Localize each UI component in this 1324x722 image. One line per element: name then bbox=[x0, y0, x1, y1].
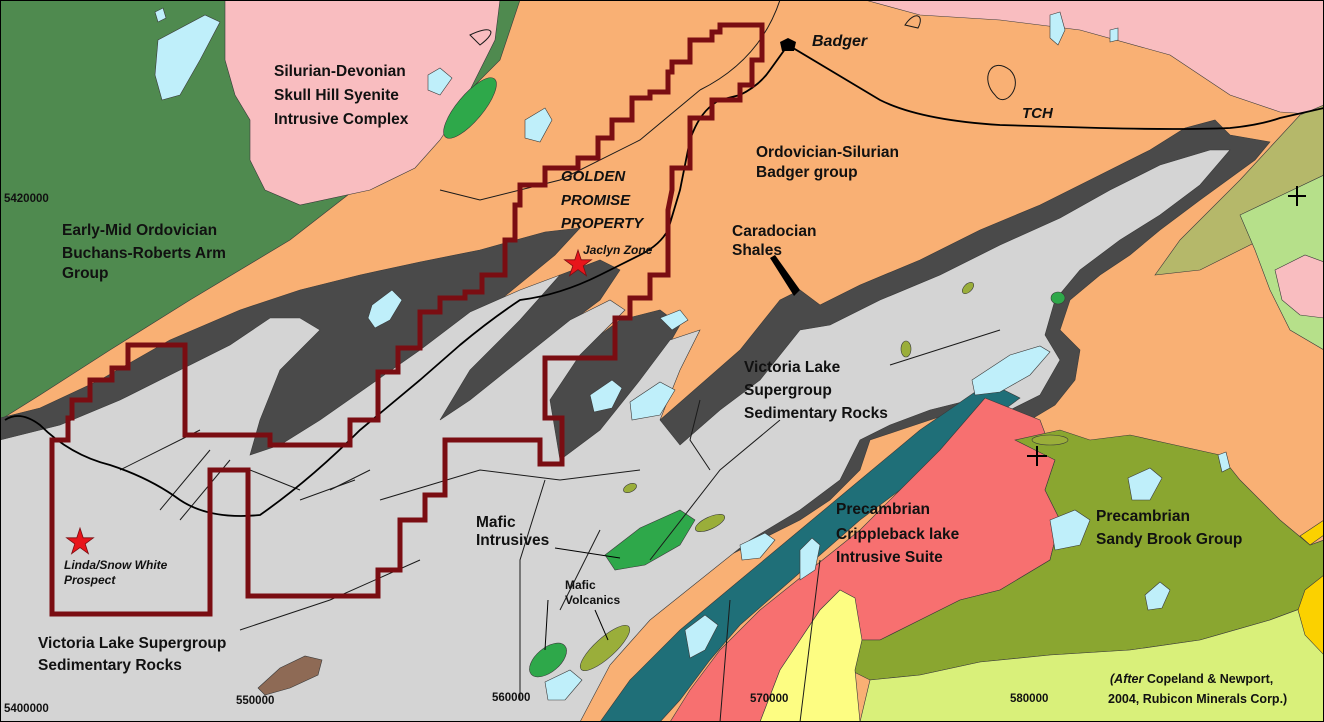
linda-prospect-label: Linda/Snow White Prospect bbox=[64, 558, 171, 587]
mafic-intrusive-3 bbox=[443, 77, 497, 139]
mafic-volcanic-3 bbox=[623, 483, 637, 493]
mafic-volcanic-5 bbox=[900, 340, 912, 358]
yellow-unit bbox=[759, 589, 863, 722]
skull-hill-label: Silurian-Devonian Skull Hill Syenite Int… bbox=[274, 63, 410, 128]
mafic-intrusive-2 bbox=[529, 642, 567, 678]
sandy-brook-label: Precambrian Sandy Brook Group bbox=[1096, 508, 1242, 548]
grid-crosshair-ne bbox=[1288, 186, 1306, 206]
mafic-volcanic-2 bbox=[694, 514, 726, 532]
victoria-lake-east-label: Victoria Lake Supergroup Sedimentary Roc… bbox=[744, 359, 888, 422]
badger-town-symbol bbox=[780, 38, 796, 51]
coord-560000: 560000 bbox=[492, 692, 530, 704]
coord-580000: 580000 bbox=[1010, 693, 1048, 705]
shales-label: Caradocian Shales bbox=[732, 223, 821, 259]
mafic-intrusives-label: Mafic Intrusives bbox=[476, 514, 549, 549]
tch-label: TCH bbox=[1022, 105, 1054, 122]
mafic-intrusive-1 bbox=[604, 509, 696, 571]
skull-hill-unit bbox=[224, 0, 501, 206]
mafic-volcanics-label: Mafic Volcanics bbox=[565, 578, 620, 607]
lakes bbox=[154, 7, 1231, 701]
coord-5400000: 5400000 bbox=[4, 703, 49, 715]
coord-550000: 550000 bbox=[236, 695, 274, 707]
jaclyn-zone-star bbox=[563, 248, 593, 277]
yellow-green-unit bbox=[859, 599, 1324, 722]
shale-pointer-arrow bbox=[770, 255, 800, 296]
mafic-volcanic-6 bbox=[1031, 434, 1069, 446]
coord-5420000: 5420000 bbox=[4, 193, 49, 205]
grid-crosshair-e bbox=[1027, 446, 1047, 466]
mafic-volcanic-1 bbox=[579, 625, 631, 671]
pink-ne-unit bbox=[864, 0, 1324, 116]
buchans-label: Early-Mid Ordovician Buchans-Roberts Arm… bbox=[62, 222, 230, 282]
olive-ne-unit bbox=[1154, 104, 1324, 276]
crippleback-label: Precambrian Crippleback lake Intrusive S… bbox=[836, 501, 964, 566]
tch-road bbox=[4, 43, 1324, 517]
orange-yellow-unit bbox=[1297, 574, 1324, 656]
jaclyn-zone-label: Jaclyn Zone bbox=[583, 243, 653, 257]
pink-east-blob bbox=[1274, 254, 1324, 319]
contact-lines bbox=[119, 0, 1016, 722]
linda-prospect-star bbox=[65, 526, 95, 555]
coord-570000: 570000 bbox=[750, 693, 788, 705]
mafic-volcanic-4 bbox=[961, 281, 975, 295]
leader-lines bbox=[544, 547, 621, 651]
golden-promise-label: GOLDEN PROMISE PROPERTY bbox=[561, 168, 645, 232]
golden-promise-property-boundary bbox=[49, 22, 765, 617]
mafic-intrusive-4 bbox=[1050, 291, 1066, 305]
orange-yellow-sliver bbox=[1299, 519, 1324, 546]
badger-group-label: Ordovician-Silurian Badger group bbox=[756, 144, 903, 181]
credit-label: (After Copeland & Newport, 2004, Rubicon… bbox=[1108, 672, 1287, 706]
victoria-lake-west-label: Victoria Lake Supergroup Sedimentary Roc… bbox=[38, 635, 231, 674]
victoria-lake-unit bbox=[0, 149, 1231, 722]
badger-town-label: Badger bbox=[812, 33, 868, 50]
brown-unit bbox=[257, 655, 323, 696]
